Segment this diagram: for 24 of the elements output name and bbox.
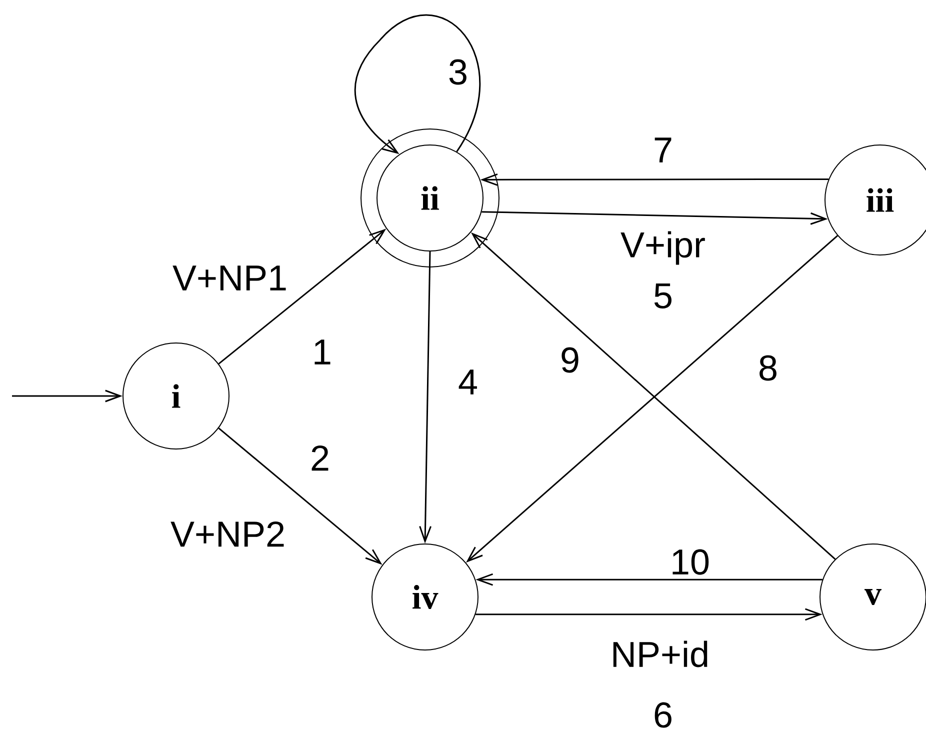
edge-label: 7 bbox=[654, 138, 672, 162]
transition-label: V+NP2 bbox=[170, 521, 284, 547]
arrow bbox=[12, 390, 122, 402]
edge-label: 10 bbox=[672, 549, 709, 575]
transition-label: V+NP1 bbox=[172, 266, 286, 290]
transition-label: V+ipr bbox=[620, 231, 705, 265]
arrow bbox=[480, 173, 829, 186]
arrow bbox=[354, 14, 481, 154]
edge-label: 6 bbox=[654, 702, 672, 728]
edge-label: 9 bbox=[562, 347, 578, 373]
accepting-state: ii bbox=[360, 128, 500, 268]
transition-label: NP+id bbox=[613, 640, 708, 668]
arrow bbox=[218, 228, 386, 364]
arrow bbox=[476, 608, 822, 621]
edge-label: 8 bbox=[760, 355, 776, 381]
edge-label: 4 bbox=[458, 370, 477, 394]
arrow bbox=[476, 573, 822, 586]
edge-label: 2 bbox=[312, 445, 328, 471]
arrow bbox=[482, 211, 828, 225]
edge-label: 1 bbox=[314, 340, 330, 364]
edge-label: 5 bbox=[654, 283, 672, 309]
arrow bbox=[218, 428, 382, 565]
arrow bbox=[419, 251, 432, 544]
edge-label: 3 bbox=[449, 59, 466, 85]
